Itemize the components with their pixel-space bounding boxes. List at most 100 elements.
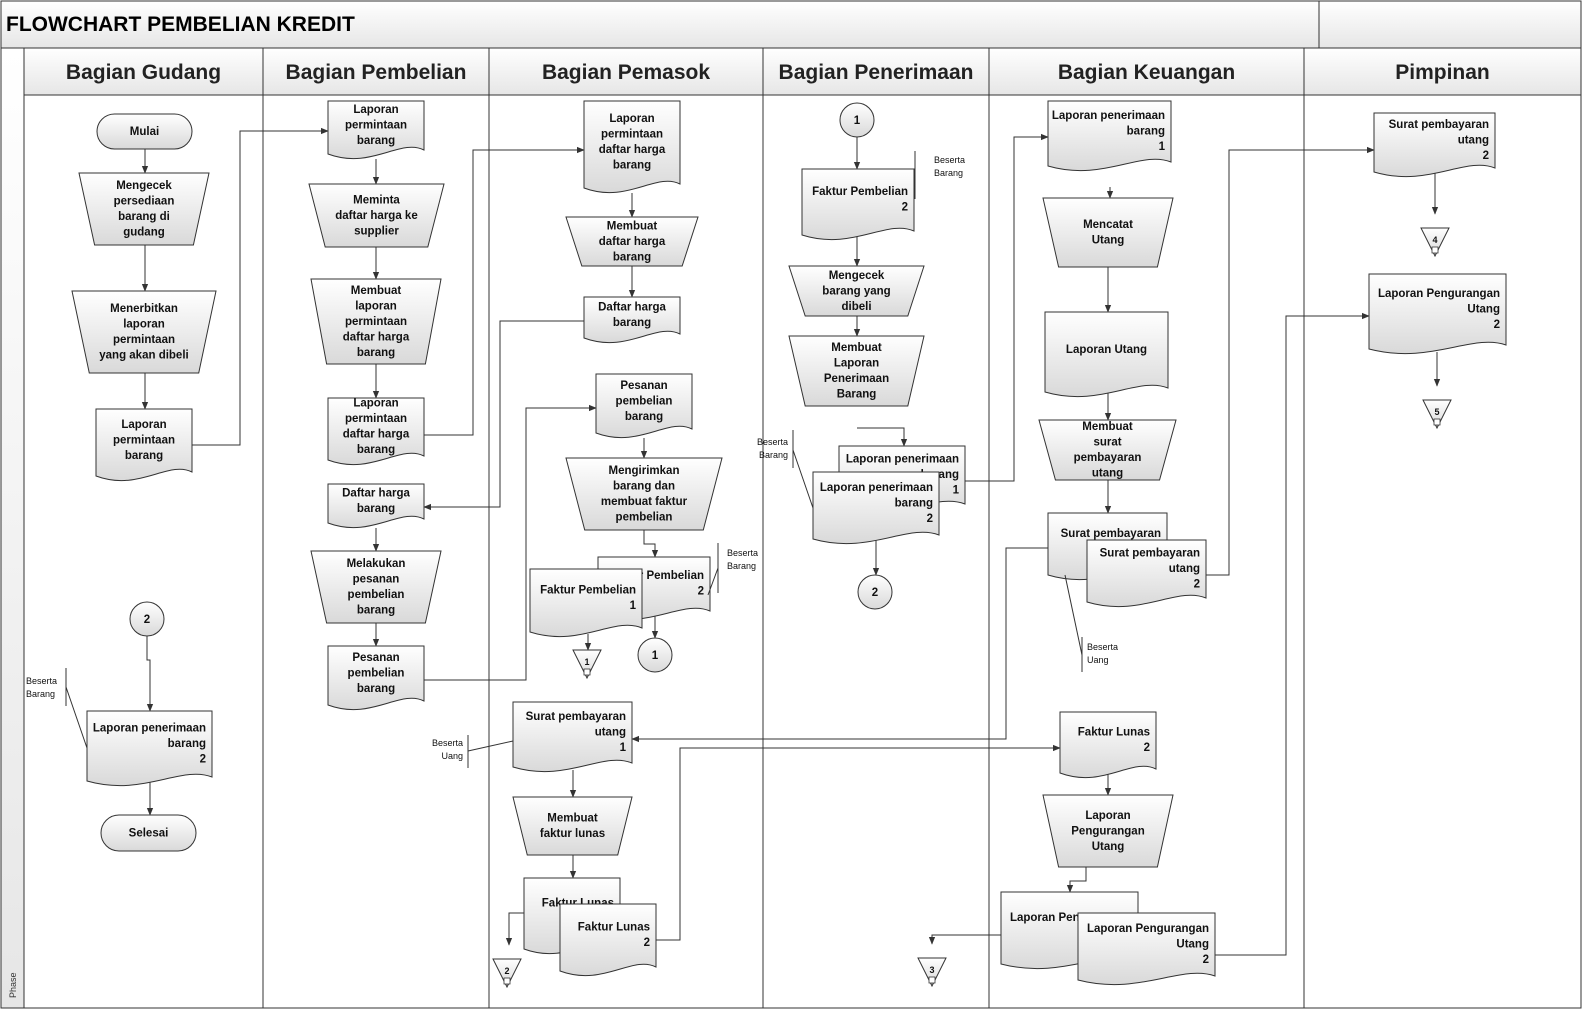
annotation-text: Beserta [26, 676, 57, 686]
node-label-line: Faktur Lunas [1078, 727, 1150, 739]
flow-arrow [1215, 312, 1370, 956]
node-label-line: Laporan Pengurangan [1087, 923, 1209, 935]
node-label-line: Membuat [547, 813, 598, 825]
node-label-line: pembelian [348, 667, 405, 679]
annotation-text: Beserta [934, 155, 965, 165]
node-label-line: Daftar harga [342, 488, 410, 500]
node-g-start: Mulai [96, 113, 193, 150]
offpage-label: 2 [504, 966, 509, 976]
node-label-line: faktur lunas [540, 828, 605, 840]
connector-label: 1 [854, 115, 861, 127]
node-label-line: Laporan [353, 104, 398, 116]
flow-arrow [424, 146, 585, 436]
node-label-line: Pengurangan [1071, 825, 1144, 837]
offpage-label: 4 [1432, 235, 1437, 245]
flow-arrow [643, 530, 659, 558]
node-label-line: Surat pembayaran [1061, 528, 1161, 540]
node-label-line: Faktur Lunas [578, 922, 650, 934]
node-label-line: permintaan [345, 413, 407, 425]
node-label-line: barang [895, 497, 933, 509]
node-label-line: persediaan [114, 196, 175, 208]
node-label-line: Membuat [351, 285, 402, 297]
node-label-line: daftar harga [599, 236, 666, 248]
lane-title: Bagian Keuangan [1058, 61, 1235, 84]
node-label-line: Faktur Pembelian [812, 186, 908, 198]
node-k-lu: Laporan Utang [1044, 311, 1169, 397]
node-label-line: Utang [1176, 938, 1209, 950]
connectors [141, 127, 1441, 956]
title-bar-right [1318, 0, 1582, 49]
node-label-line: Membuat [831, 342, 882, 354]
node-m-off5: 5 [1422, 399, 1452, 430]
node-label-line: 2 [200, 753, 206, 765]
node-label-line: Mengecek [829, 270, 885, 282]
lane-title: Pimpinan [1395, 61, 1490, 84]
node-label-line: barang di [118, 211, 170, 223]
node-label-line: Daftar harga [598, 302, 666, 314]
node-k-fl: Faktur Lunas 2 [1059, 711, 1157, 779]
node-g-conn2: 2 [129, 601, 165, 637]
title-bar [0, 0, 1320, 49]
annotation-text: Beserta [757, 437, 788, 447]
node-label-line: barang [613, 251, 651, 263]
annotation-text: Beserta [432, 738, 463, 748]
node-p-buatfl: Membuat faktur lunas [512, 796, 633, 856]
offpage-label: 1 [584, 657, 589, 667]
node-label-line: 2 [1203, 954, 1209, 966]
node-label-line: permintaan [601, 129, 663, 141]
node-label-line: 1 [620, 742, 627, 754]
node-label-line: permintaan [345, 316, 407, 328]
lane-header-0 [23, 47, 264, 96]
node-label-line: Laporan Pengurangan [1378, 288, 1500, 300]
node-label-line: barang [357, 444, 395, 456]
annotation-text: Barang [26, 689, 55, 699]
node-label-line: pembelian [616, 395, 673, 407]
node-label-line: Meminta [353, 194, 400, 206]
node-label-line: laporan [355, 300, 397, 312]
node-label-line: Penerimaan [824, 373, 889, 385]
lane-header-4 [988, 47, 1305, 96]
annotation-text: Barang [727, 561, 756, 571]
lane-title: Bagian Gudang [66, 61, 221, 84]
node-label-line: permintaan [113, 434, 175, 446]
node-label-line: daftar harga [343, 331, 410, 343]
node-label-line: surat [1093, 437, 1121, 449]
node-label-line: 2 [927, 513, 933, 525]
node-label-line: pembayaran [1074, 452, 1142, 464]
annotation-text: Beserta [1087, 642, 1118, 652]
node-label-line: Laporan [1085, 810, 1130, 822]
offpage-label: 3 [929, 965, 934, 975]
flow-arrow [928, 934, 1001, 945]
node-label-line: barang [357, 605, 395, 617]
node-label-line: 1 [1159, 141, 1166, 153]
node-label-line: 2 [1144, 742, 1150, 754]
node-label-line: utang [1458, 134, 1489, 146]
node-label-line: daftar harga [343, 429, 410, 441]
node-label-line: Laporan penerimaan [846, 453, 959, 465]
node-g-end: Selesai [100, 814, 197, 852]
connector-label: 1 [652, 650, 659, 662]
node-label-line: barang yang [822, 285, 890, 297]
node-label-line: Surat pembayaran [526, 711, 626, 723]
